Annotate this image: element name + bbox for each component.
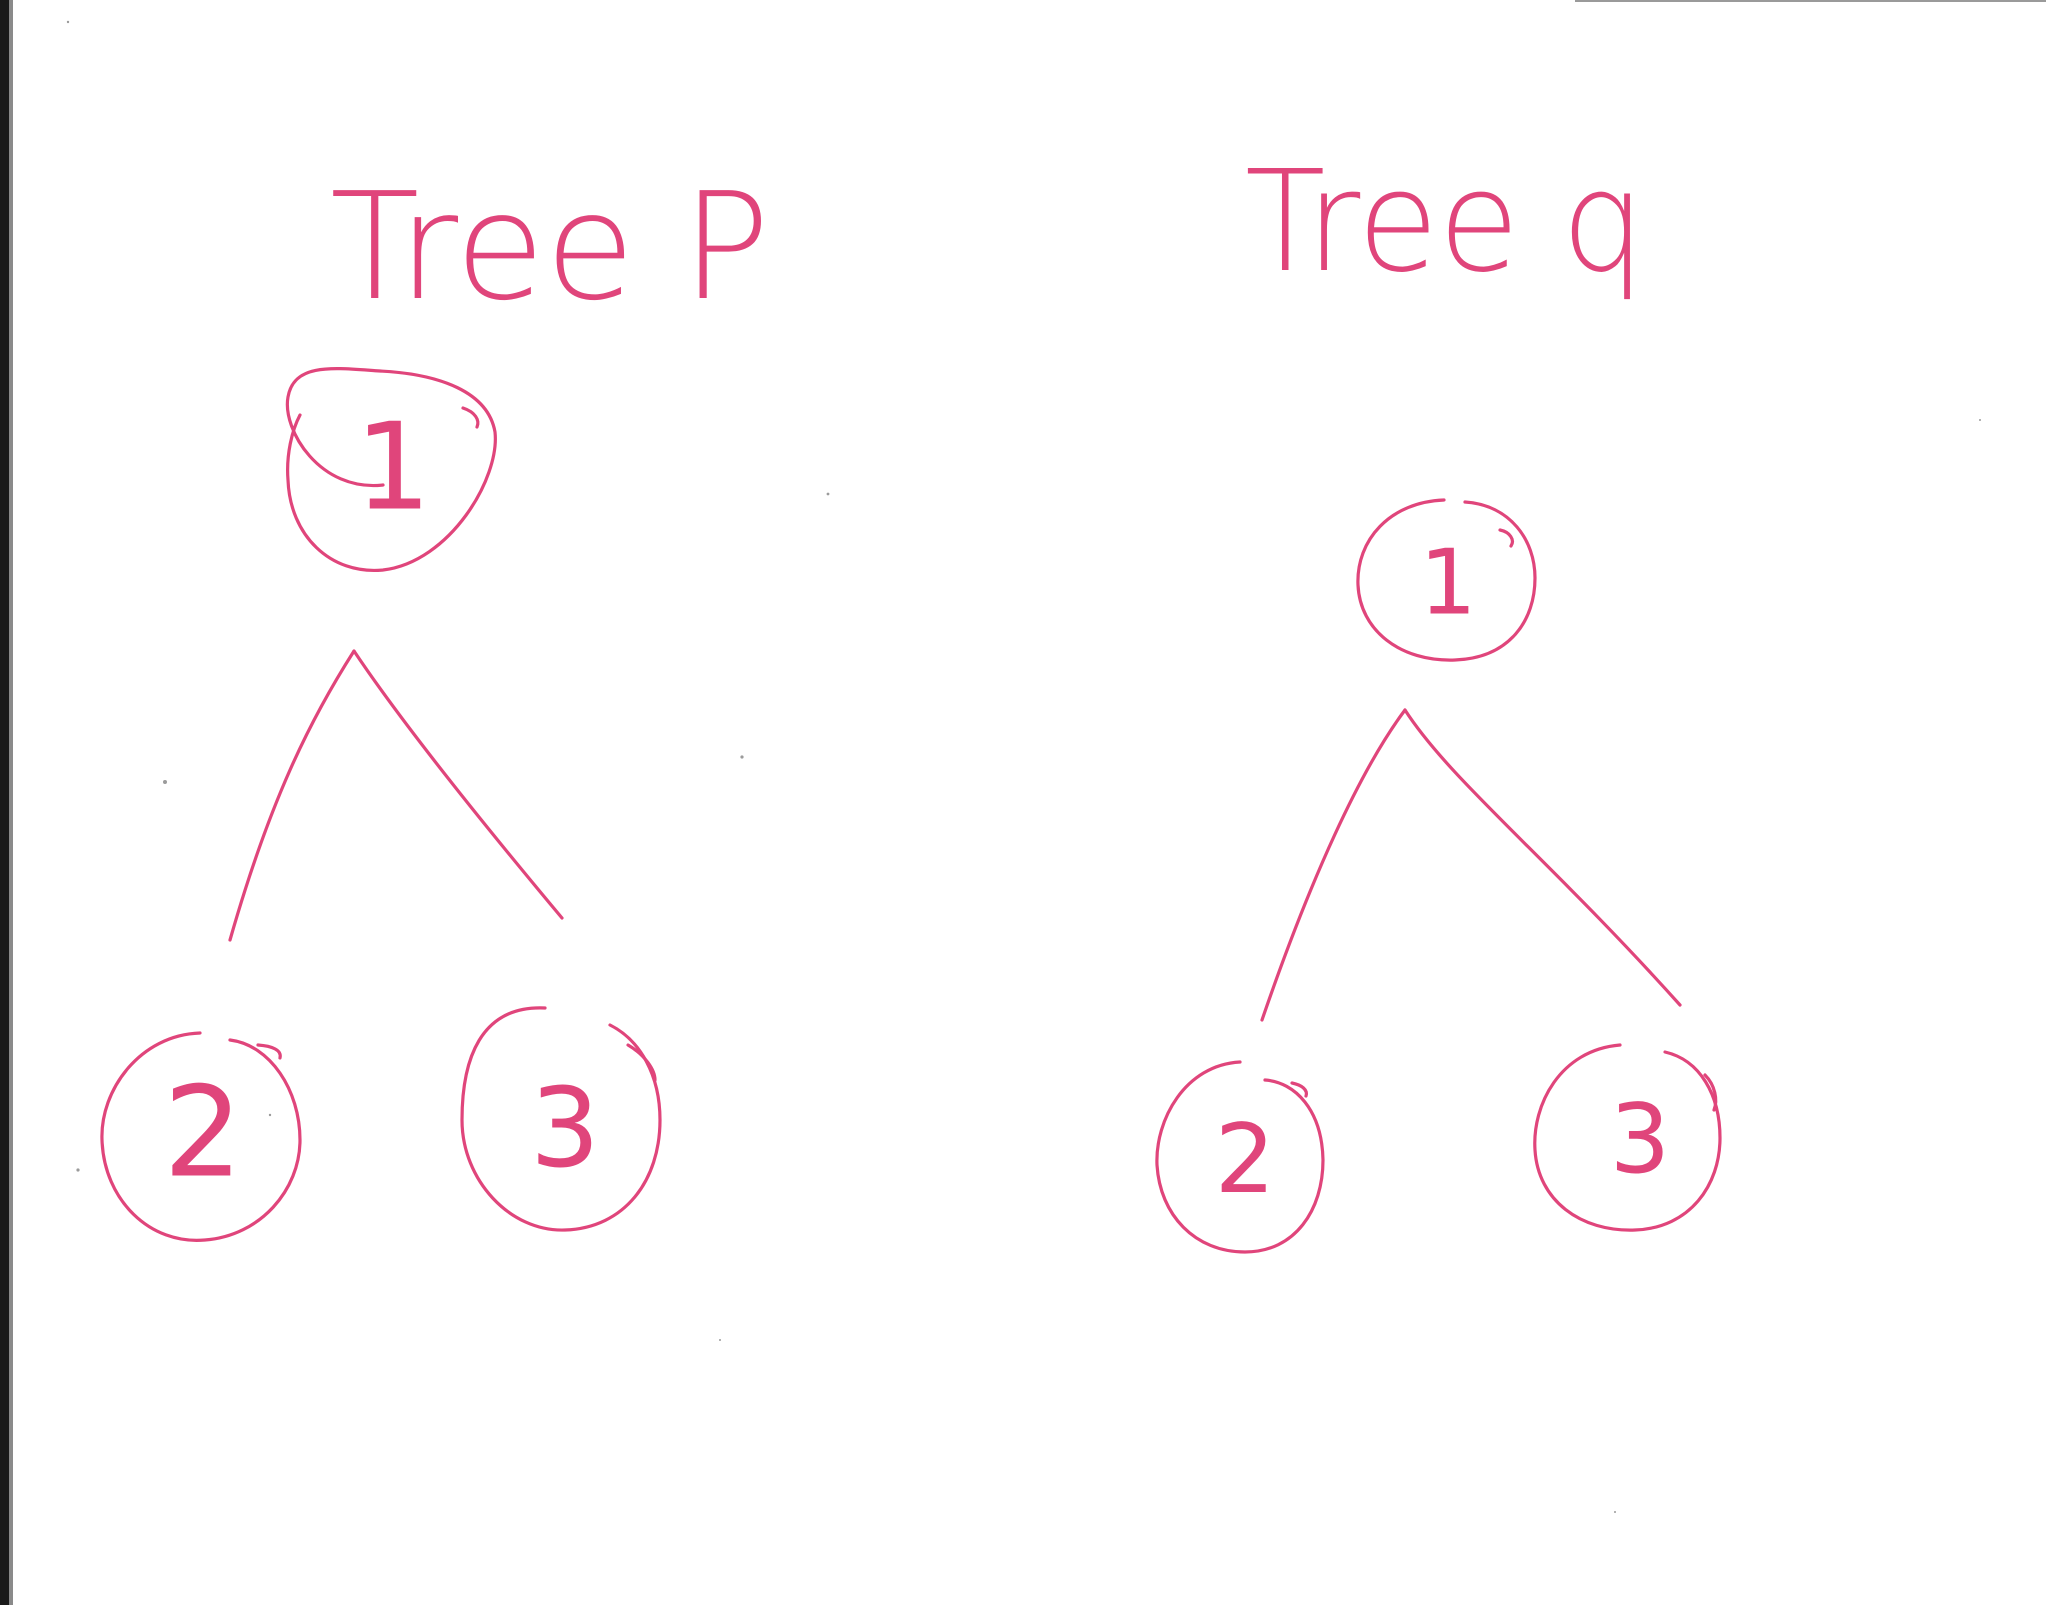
tree-p-node-right-label: 3 (530, 1064, 600, 1192)
tree-p-title: Tree P (330, 161, 770, 333)
tree-q-node-left-label: 2 (1215, 1105, 1275, 1215)
tree-q-node-root: 1 (1356, 498, 1537, 662)
tree-p-edge-right (352, 649, 564, 920)
scan-edge (0, 0, 9, 1605)
tree-q-edge-left (1260, 708, 1407, 1022)
tree-p-node-left-label: 2 (163, 1061, 243, 1206)
tree-q-node-right-label: 3 (1610, 1085, 1670, 1195)
tree-q-edge-right (1403, 708, 1682, 1007)
tree-p-node-right: 3 (460, 1006, 662, 1232)
tree-p-node-left: 2 (100, 1031, 302, 1242)
scan-edge-shadow (9, 0, 13, 1605)
tree-q-title: Tree q (1245, 141, 1645, 304)
paper-specks (66, 20, 1981, 1513)
tree-p: Tree P 1 2 3 (100, 161, 770, 1242)
tree-p-node-root-label: 1 (355, 399, 431, 538)
tree-q-node-right: 3 (1533, 1043, 1722, 1232)
tree-p-node-root: 1 (285, 367, 497, 572)
tree-q-node-left: 2 (1155, 1060, 1325, 1254)
tree-q: Tree q 1 2 3 (1155, 141, 1722, 1254)
tree-p-edge-left (228, 649, 356, 942)
tree-q-node-root-label: 1 (1419, 531, 1476, 636)
